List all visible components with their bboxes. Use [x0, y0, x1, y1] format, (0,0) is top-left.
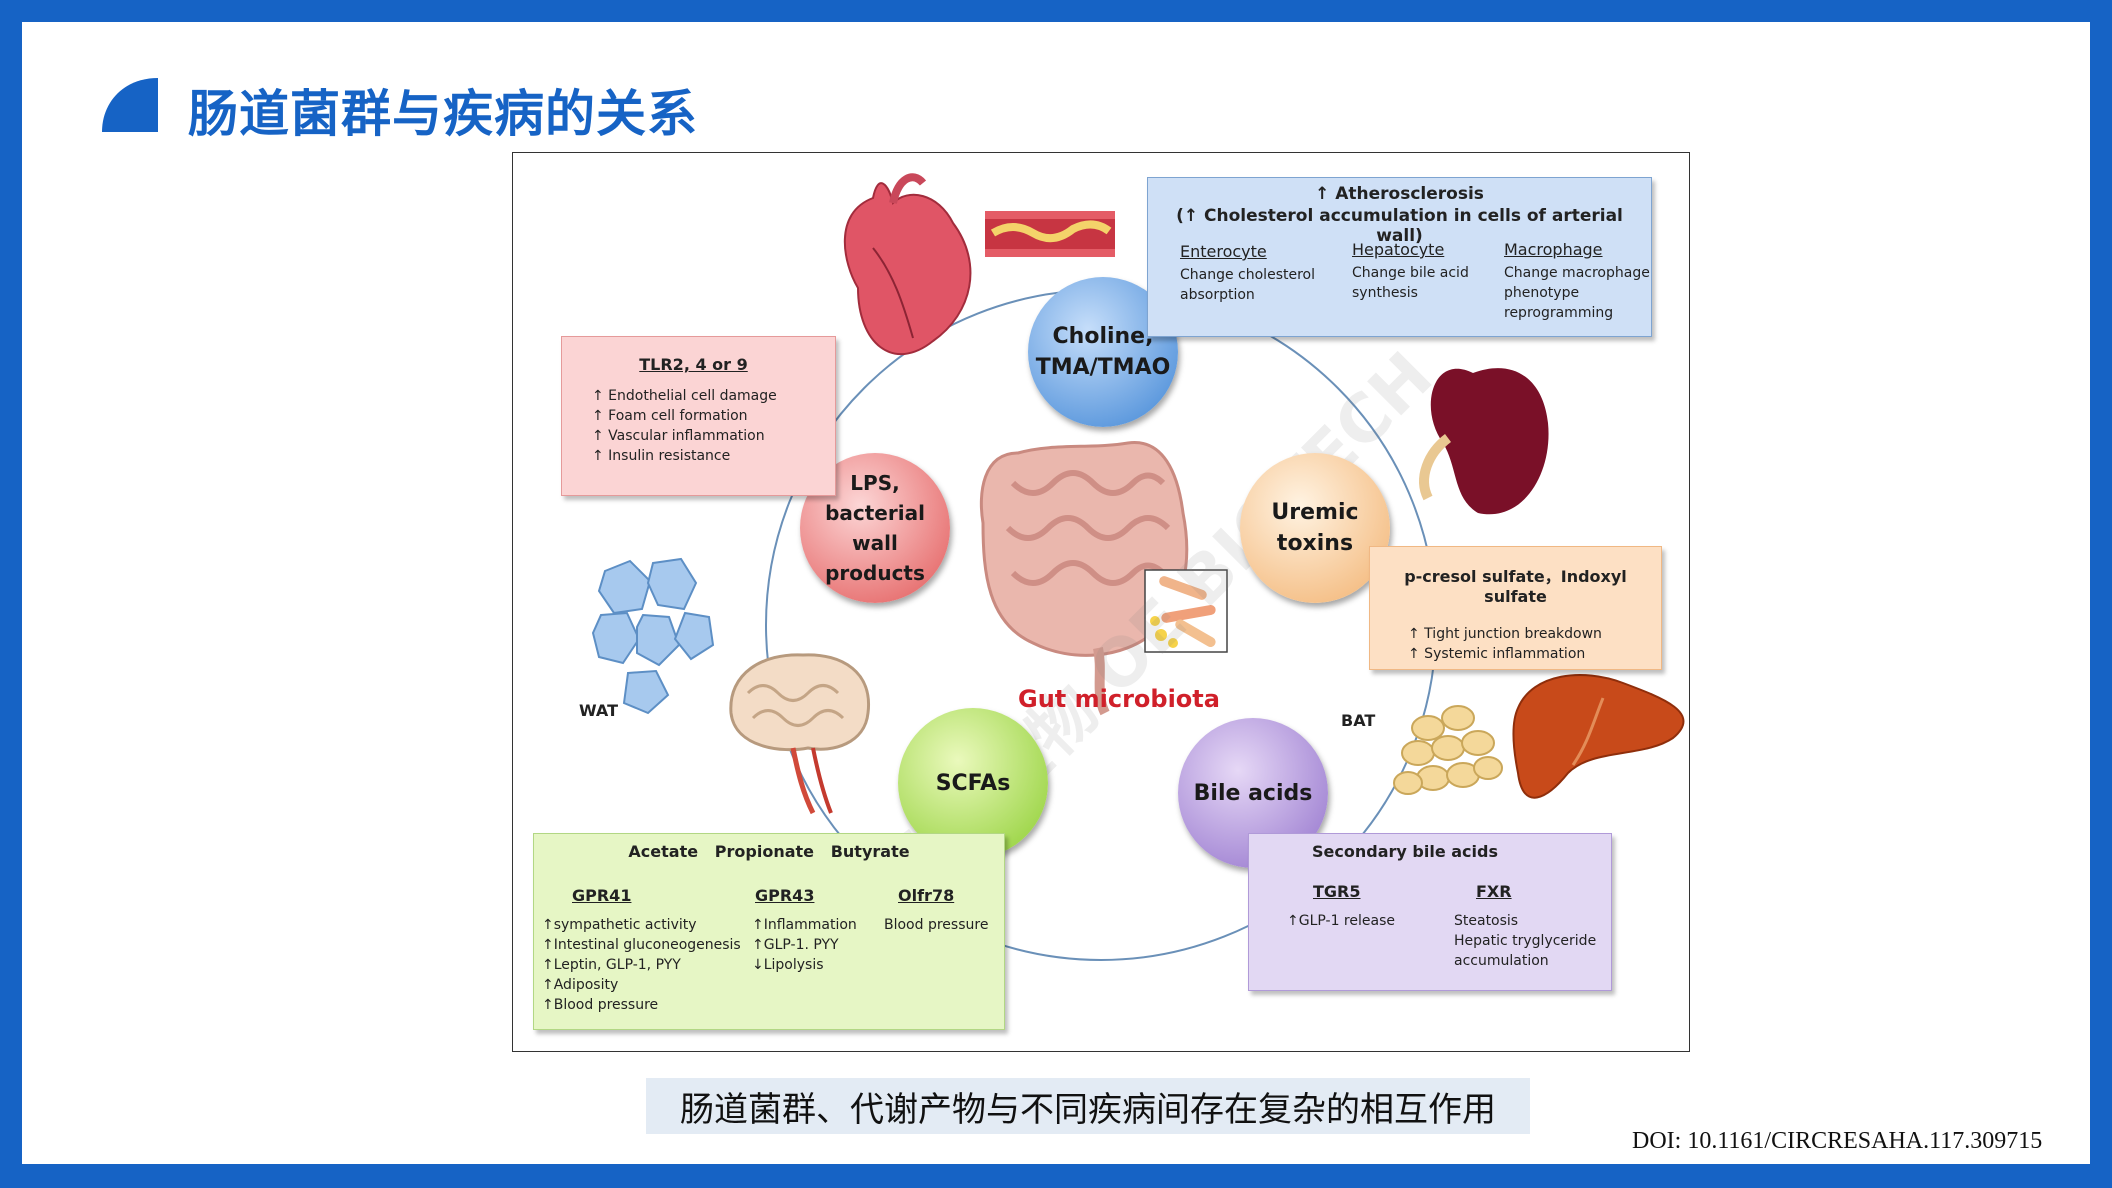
gut-microbiota-label: Gut microbiota: [1018, 685, 1220, 713]
tlr-item: ↑ Endothelial cell damage: [592, 388, 777, 404]
node-uremic-label: Uremic toxins: [1271, 500, 1359, 556]
olfr78-heading: Olfr78: [898, 886, 955, 905]
uremic-list: ↑ Tight junction breakdown ↑ Systemic in…: [1408, 624, 1653, 664]
scfa-heading: Acetate Propionate Butyrate: [628, 842, 910, 861]
scfa-col-olfr78: Olfr78 Blood pressure: [884, 886, 1004, 935]
macrophage-heading: Macrophage: [1504, 240, 1603, 259]
atherosclerosis-box: ↑ Atherosclerosis (↑ Cholesterol accumul…: [1147, 177, 1652, 337]
macrophage-text: Change macrophage phenotype reprogrammin…: [1504, 265, 1650, 321]
fxr-heading: FXR: [1476, 882, 1512, 901]
enterocyte-text: Change cholesterol absorption: [1180, 267, 1315, 303]
bile-col-fxr: FXR Steatosis Hepatic tryglyceride accum…: [1454, 882, 1604, 971]
athero-col-hepatocyte: Hepatocyte Change bile acid synthesis: [1352, 240, 1482, 303]
node-choline-label: Choline, TMA/TMAO: [1035, 324, 1171, 380]
athero-col-enterocyte: Enterocyte Change cholesterol absorption: [1180, 242, 1320, 305]
tgr5-heading: TGR5: [1313, 882, 1361, 901]
tlr-box: TLR2, 4 or 9 ↑ Endothelial cell damage ↑…: [561, 336, 836, 496]
microbiota-diagram: 欧易生物 OE BIOTECH Choline, TMA/TMAO Uremic…: [512, 152, 1690, 1052]
bat-label: BAT: [1341, 711, 1376, 730]
heart-icon: [843, 173, 972, 356]
slide: 肠道菌群与疾病的关系: [22, 22, 2090, 1164]
liver-icon: [1512, 674, 1685, 799]
node-lps-label: LPS, bacterial wall products: [825, 471, 925, 585]
figure-caption: 肠道菌群、代谢产物与不同疾病间存在复杂的相互作用: [646, 1078, 1530, 1134]
athero-line2: (↑ Cholesterol accumulation in cells of …: [1176, 206, 1623, 246]
page-title: 肠道菌群与疾病的关系: [188, 85, 698, 143]
node-scfa-label: SCFAs: [935, 770, 1011, 796]
uremic-heading: p-cresol sulfate，Indoxyl sulfate: [1404, 567, 1627, 606]
wat-cells-icon: [591, 557, 715, 715]
tgr5-text: ↑GLP-1 release: [1287, 913, 1395, 929]
tlr-heading: TLR2, 4 or 9: [639, 355, 748, 374]
athero-col-macrophage: Macrophage Change macrophage phenotype r…: [1504, 240, 1654, 323]
tlr-list: ↑ Endothelial cell damage ↑ Foam cell fo…: [592, 386, 825, 466]
hepatocyte-heading: Hepatocyte: [1352, 240, 1445, 259]
node-bile-label: Bile acids: [1193, 780, 1313, 806]
doi-reference: DOI: 10.1161/CIRCRESAHA.117.309715: [1632, 1128, 2043, 1154]
bile-col-tgr5: TGR5 ↑GLP-1 release: [1287, 882, 1427, 931]
diagram-graphics: [591, 173, 1685, 961]
bacteria-icon: [1144, 569, 1228, 653]
tlr-item: ↑ Insulin resistance: [592, 448, 731, 464]
athero-line1: ↑ Atherosclerosis: [1315, 184, 1484, 204]
brain-icon: [729, 653, 871, 815]
kidney-icon: [1419, 368, 1549, 515]
artery-icon: [985, 211, 1115, 257]
olfr78-text: Blood pressure: [884, 917, 989, 933]
scfa-box: Acetate Propionate Butyrate GPR41 ↑sympa…: [533, 833, 1005, 1030]
node-uremic-toxins: Uremic toxins: [1240, 453, 1390, 603]
tlr-item: ↑ Foam cell formation: [592, 408, 748, 424]
title-marker-icon: [102, 78, 158, 132]
gpr43-heading: GPR43: [755, 886, 815, 905]
bile-heading: Secondary bile acids: [1312, 842, 1498, 861]
gpr41-text: ↑sympathetic activity ↑Intestinal glucon…: [542, 917, 741, 1013]
hepatocyte-text: Change bile acid synthesis: [1352, 265, 1469, 301]
wat-label: WAT: [579, 701, 618, 720]
gpr41-heading: GPR41: [572, 886, 632, 905]
bat-cells-icon: [1393, 705, 1503, 795]
enterocyte-heading: Enterocyte: [1180, 242, 1267, 261]
scfa-col-gpr41: GPR41 ↑sympathetic activity ↑Intestinal …: [542, 886, 742, 1015]
uremic-item: ↑ Tight junction breakdown: [1408, 626, 1602, 642]
uremic-item: ↑ Systemic inflammation: [1408, 646, 1586, 662]
gpr43-text: ↑Inflammation ↑GLP-1. PYY ↓Lipolysis: [752, 917, 857, 973]
bile-box: Secondary bile acids TGR5 ↑GLP-1 release…: [1248, 833, 1612, 991]
gut-icon: [979, 441, 1189, 716]
uremic-box: p-cresol sulfate，Indoxyl sulfate ↑ Tight…: [1369, 546, 1662, 670]
scfa-col-gpr43: GPR43 ↑Inflammation ↑GLP-1. PYY ↓Lipolys…: [752, 886, 882, 975]
fxr-text: Steatosis Hepatic tryglyceride accumulat…: [1454, 913, 1597, 969]
tlr-item: ↑ Vascular inflammation: [592, 428, 765, 444]
